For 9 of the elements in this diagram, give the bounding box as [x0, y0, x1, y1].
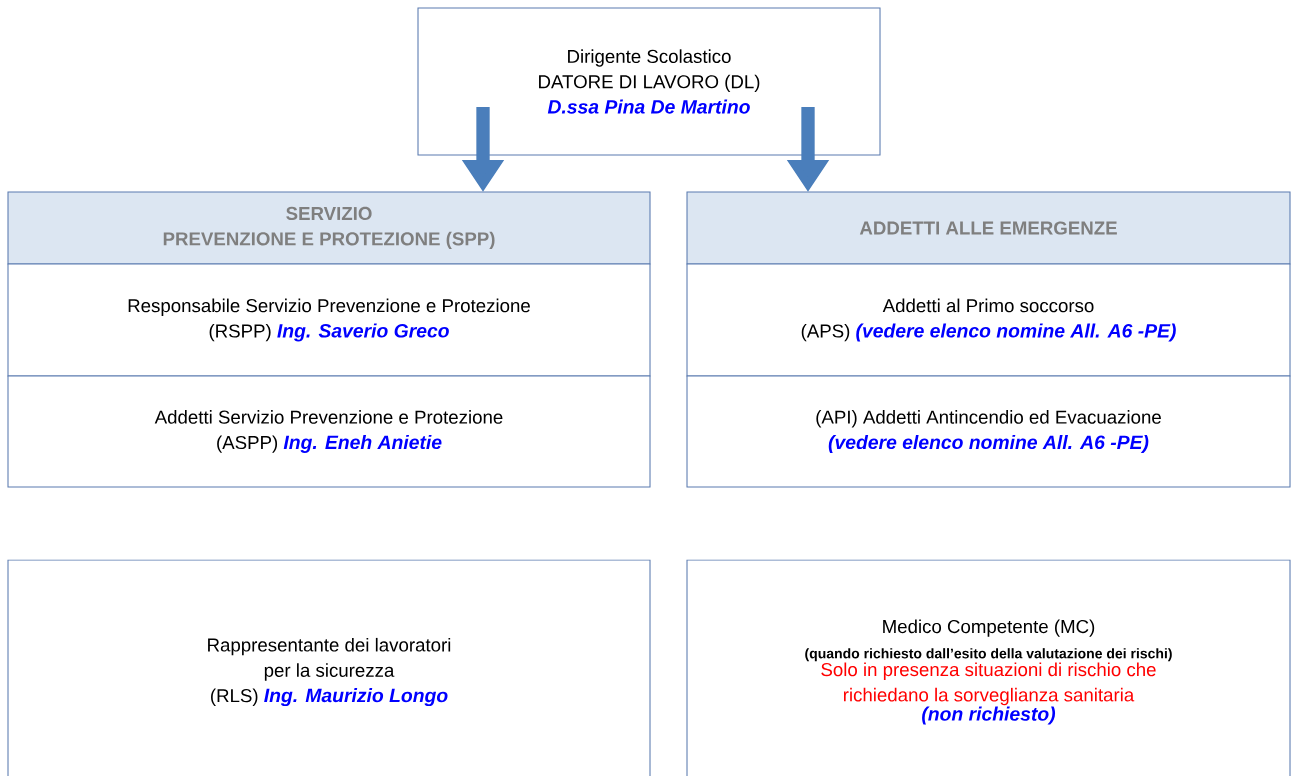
role-box: Responsabile Servizio Prevenzione e Protezione (RSPP) Ing. Saverio Greco: [7, 263, 651, 377]
header-band: SERVIZIO PREVENZIONE E PROTEZIONE (SPP): [7, 191, 651, 265]
role-box: Addetti al Primo soccorso (APS) (vedere elenco nomine All. A6 -PE): [686, 263, 1291, 377]
role-box: Medico Competente (MC) (quando richiesto dall’esito della valutazione dei rischi) Solo in presenza situazioni di rischio che richiedano la sorveglianza sanitaria (non richiesto): [686, 559, 1291, 776]
role-box: (API) Addetti Antincendio ed Evacuazione (vedere elenco nomine All. A6 -PE): [686, 375, 1291, 488]
role-box: Addetti Servizio Prevenzione e Protezione (ASPP) Ing. Eneh Anietie: [7, 375, 651, 488]
header-band: ADDETTI ALLE EMERGENZE: [686, 191, 1291, 265]
title-box: Dirigente Scolastico DATORE DI LAVORO (DL) D.ssa Pina De Martino: [417, 7, 881, 156]
role-box: Rappresentante dei lavoratori per la sicurezza (RLS) Ing. Maurizio Longo: [7, 559, 651, 776]
